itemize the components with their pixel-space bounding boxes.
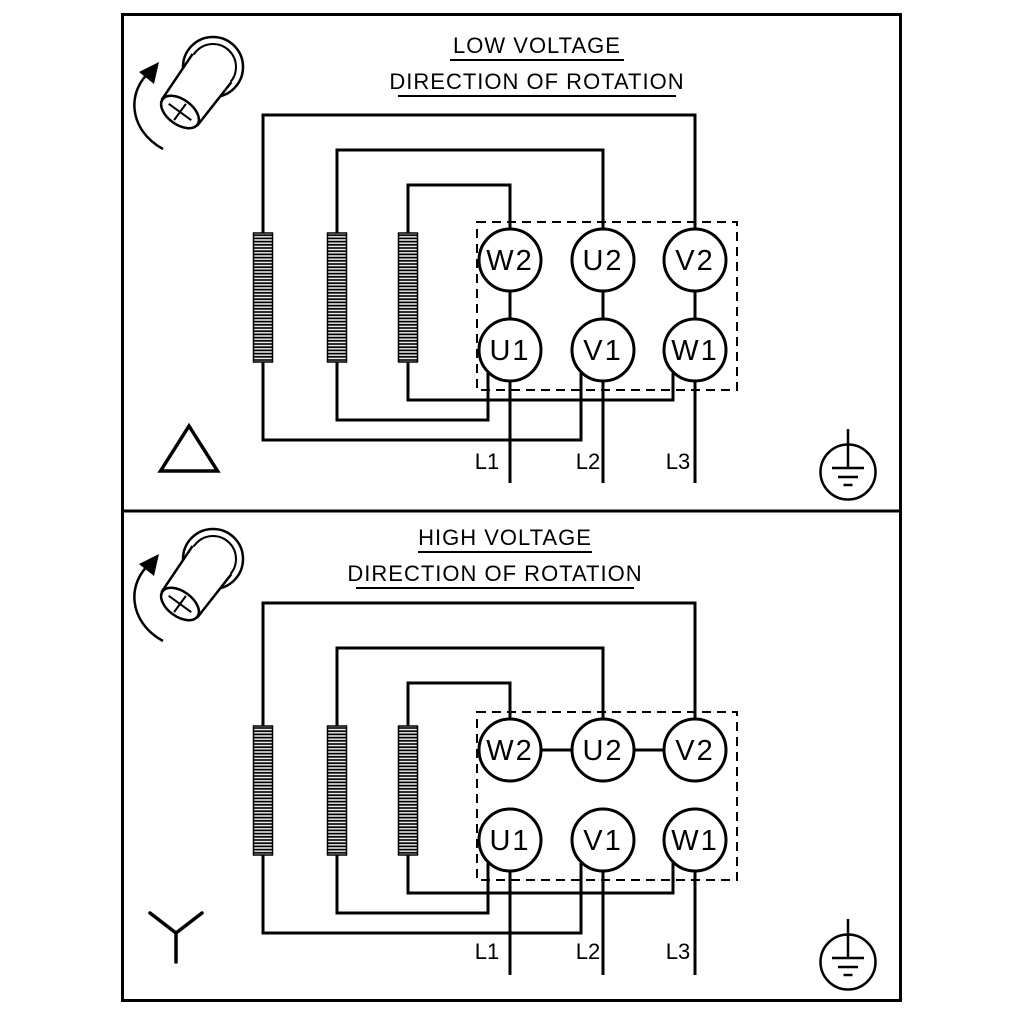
terminal-label-v1: V1 [583, 825, 622, 857]
panel-subtitle: DIRECTION OF ROTATION [347, 561, 642, 586]
winding-wire [261, 113, 697, 233]
terminal-label-w2: W2 [486, 245, 534, 277]
winding-coil [326, 725, 348, 856]
terminal-label-w1: W1 [671, 825, 719, 857]
panel-low-voltage: LOW VOLTAGE DIRECTION OF ROTATION [133, 33, 877, 501]
lead-label-l2: L2 [576, 939, 600, 964]
terminal-label-u1: U1 [489, 335, 530, 367]
lead-label-l1: L1 [475, 449, 499, 474]
lead-label-l1: L1 [475, 939, 499, 964]
lead-label-l3: L3 [666, 939, 690, 964]
winding-wire [335, 646, 605, 726]
terminal-label-v1: V1 [583, 335, 622, 367]
winding-wire [261, 601, 697, 726]
winding-wire [335, 362, 490, 422]
delta-icon [157, 422, 221, 473]
winding-wire [406, 681, 512, 726]
terminal-v1 [570, 807, 636, 873]
terminal-label-v2: V2 [675, 245, 714, 277]
terminal-label-u1: U1 [489, 825, 530, 857]
terminal-label-u2: U2 [582, 245, 623, 277]
diagram-border [121, 13, 902, 1002]
lead-label-l2: L2 [576, 449, 600, 474]
star-icon [148, 911, 204, 964]
panel-title: HIGH VOLTAGE [418, 525, 592, 550]
winding-wire [335, 855, 490, 915]
panel-title: LOW VOLTAGE [453, 33, 621, 58]
earth-ground-icon [819, 917, 877, 991]
terminal-label-w1: W1 [671, 335, 719, 367]
shaft-rotation-icon [133, 527, 245, 643]
winding-wire [406, 183, 512, 233]
winding-coil [252, 725, 274, 856]
earth-ground-icon [819, 427, 877, 501]
winding-coil [252, 232, 274, 363]
winding-wire [261, 855, 583, 935]
lead-label-l3: L3 [666, 449, 690, 474]
terminal-u1 [477, 807, 543, 873]
winding-coil [326, 232, 348, 363]
terminal-block-outline [476, 711, 738, 881]
winding-wire [406, 362, 675, 402]
panel-subtitle: DIRECTION OF ROTATION [389, 69, 684, 94]
terminal-w1 [662, 807, 728, 873]
winding-coil [397, 725, 419, 856]
terminal-label-w2: W2 [486, 735, 534, 767]
panel-high-voltage: HIGH VOLTAGE DIRECTION OF ROTATION [133, 525, 877, 991]
terminal-block-outline [476, 221, 738, 391]
winding-wire [261, 362, 583, 442]
winding-wire [335, 148, 605, 233]
winding-wire [406, 855, 675, 895]
winding-coil [397, 232, 419, 363]
terminal-label-u2: U2 [582, 735, 623, 767]
terminal-label-v2: V2 [675, 735, 714, 767]
shaft-rotation-icon [133, 35, 245, 151]
